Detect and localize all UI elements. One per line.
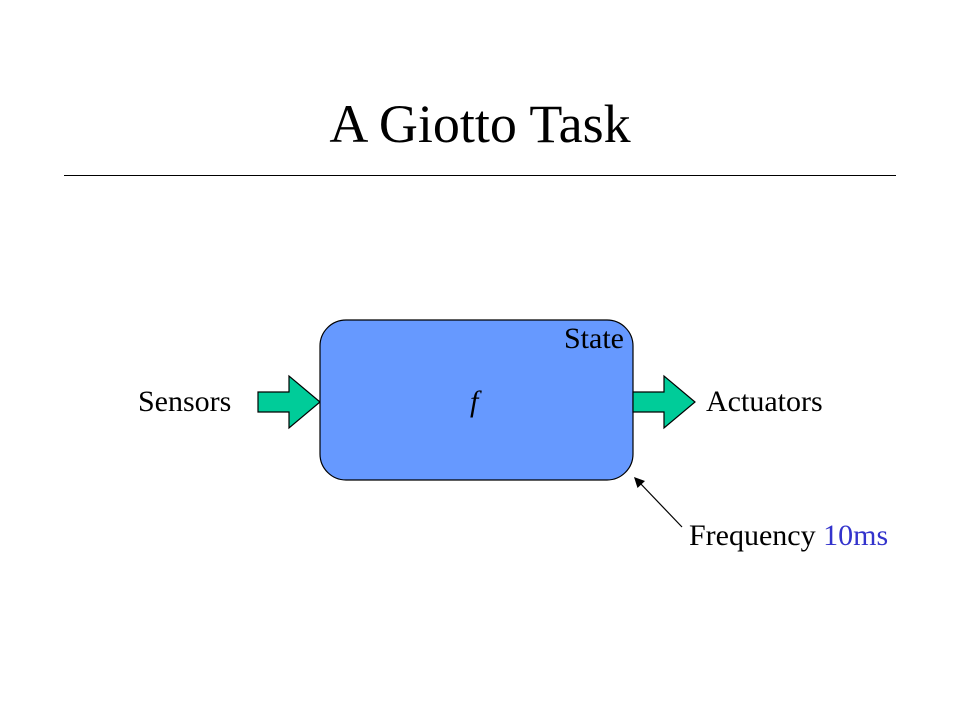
frequency-value: 10ms (823, 519, 889, 552)
actuators-label: Actuators (706, 385, 823, 418)
frequency-text: Frequency 10ms (689, 519, 888, 553)
sensor-input-arrow (257, 374, 321, 430)
title-divider (64, 175, 896, 176)
sensors-label: Sensors (138, 385, 232, 418)
frequency-pointer-line (638, 481, 683, 528)
frequency-label: Frequency (689, 519, 816, 552)
state-label: State (564, 322, 624, 355)
frequency-pointer-arrowhead (634, 477, 645, 488)
slide-title: A Giotto Task (329, 94, 631, 154)
actuator-output-arrow (632, 374, 696, 430)
function-label: f (470, 385, 479, 418)
